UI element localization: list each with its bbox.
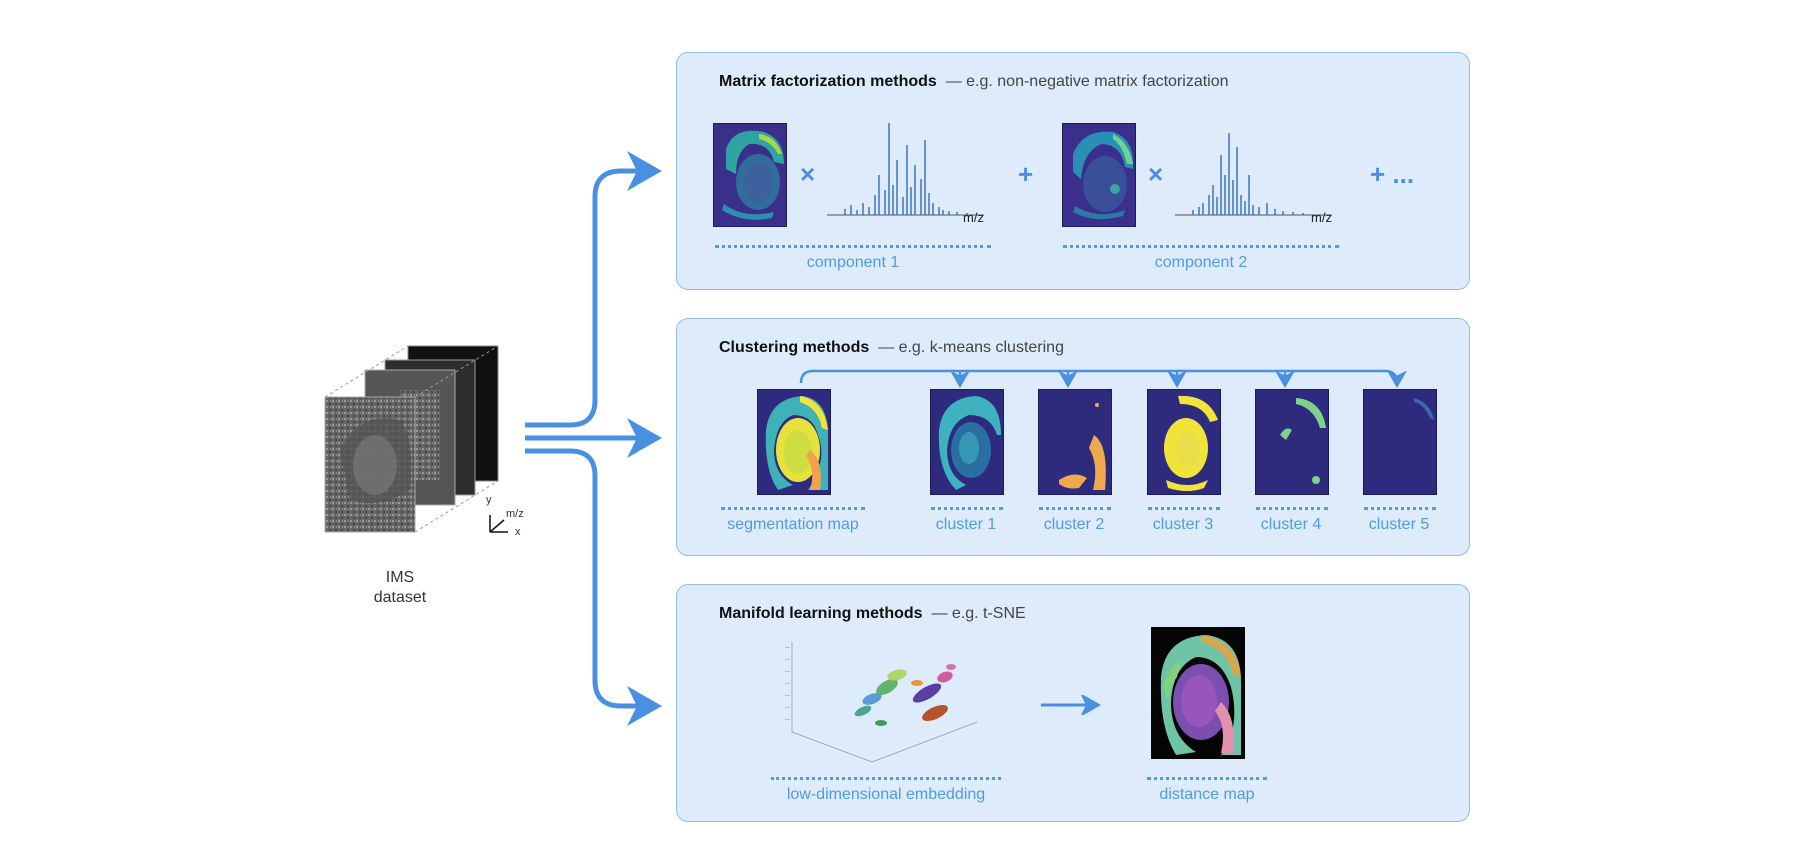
plus-operator: +: [1018, 159, 1034, 189]
cluster-1-underline: [931, 507, 1003, 510]
component-1-underline: [715, 245, 991, 248]
segmentation-map: [757, 389, 831, 495]
data-cube-image: [324, 345, 508, 533]
cluster-1-label: cluster 1: [935, 516, 997, 533]
mz-axis-label-1: m/z: [963, 210, 984, 225]
dataset-label-line1: IMS: [385, 569, 415, 586]
tsne-embedding-plot: [785, 642, 978, 763]
component-2-spectrum: [1175, 133, 1332, 216]
component-1-label: component 1: [806, 254, 900, 271]
embedding-label: low-dimensional embedding: [786, 786, 986, 803]
axis-x-label: x: [515, 526, 521, 538]
cluster-2-label: cluster 2: [1043, 516, 1105, 533]
cluster-4-underline: [1256, 507, 1328, 510]
component-2-map: [1062, 123, 1136, 227]
component-2-underline: [1063, 245, 1339, 248]
cluster-3-underline: [1148, 507, 1220, 510]
matrix-factorization-panel: Matrix factorization methods — e.g. non-…: [676, 52, 1470, 290]
panel-title-main: Matrix factorization methods: [719, 73, 937, 90]
dataset-label: IMS dataset: [350, 568, 450, 608]
panel-subtitle: — e.g. t-SNE: [931, 605, 1026, 622]
dataset-label-line2: dataset: [373, 589, 427, 606]
segmentation-underline: [721, 507, 865, 510]
embedding-to-distance-arrow: [1041, 695, 1101, 715]
arrow-to-manifold-panel: [525, 448, 662, 726]
distance-label: distance map: [1159, 786, 1255, 803]
distance-underline: [1147, 777, 1267, 780]
cluster-2-map: [1038, 389, 1112, 495]
component-2-label: component 2: [1154, 254, 1248, 271]
cluster-5-underline: [1364, 507, 1436, 510]
cluster-split-arrows: [799, 369, 1407, 388]
embedding-underline: [771, 777, 1001, 780]
panel-subtitle: — e.g. non-negative matrix factorization: [945, 73, 1229, 90]
axis-mz-label: m/z: [506, 508, 524, 520]
ims-dataset: y m/z x IMS dataset: [320, 340, 535, 610]
panel-subtitle: — e.g. k-means clustering: [878, 339, 1064, 356]
cluster-4-map: [1255, 389, 1329, 495]
cluster-5-map: [1363, 389, 1437, 495]
manifold-learning-panel: Manifold learning methods — e.g. t-SNE: [676, 584, 1470, 822]
panel-title: Manifold learning methods — e.g. t-SNE: [719, 605, 1026, 623]
arrow-to-matrix-panel: [525, 151, 662, 428]
distance-map: [1151, 627, 1245, 759]
panel-title-main: Clustering methods: [719, 339, 870, 356]
panel-title: Clustering methods — e.g. k-means cluste…: [719, 339, 1064, 357]
cluster-3-map: [1147, 389, 1221, 495]
panel-title-main: Manifold learning methods: [719, 605, 923, 622]
axis-y-label: y: [486, 494, 492, 506]
cluster-2-underline: [1039, 507, 1111, 510]
ellipsis-operator: + ...: [1370, 159, 1415, 189]
times-operator-2: ×: [1148, 159, 1164, 189]
cluster-1-map: [930, 389, 1004, 495]
cluster-4-label: cluster 4: [1260, 516, 1322, 533]
component-1-spectrum: [827, 123, 984, 216]
mz-axis-label-2: m/z: [1311, 210, 1332, 225]
panel-title: Matrix factorization methods — e.g. non-…: [719, 73, 1229, 91]
times-operator-1: ×: [800, 159, 816, 189]
cluster-5-label: cluster 5: [1368, 516, 1430, 533]
cluster-3-label: cluster 3: [1152, 516, 1214, 533]
component-1-map: [713, 123, 787, 227]
segmentation-label: segmentation map: [727, 516, 859, 533]
clustering-panel: Clustering methods — e.g. k-means cluste…: [676, 318, 1470, 556]
